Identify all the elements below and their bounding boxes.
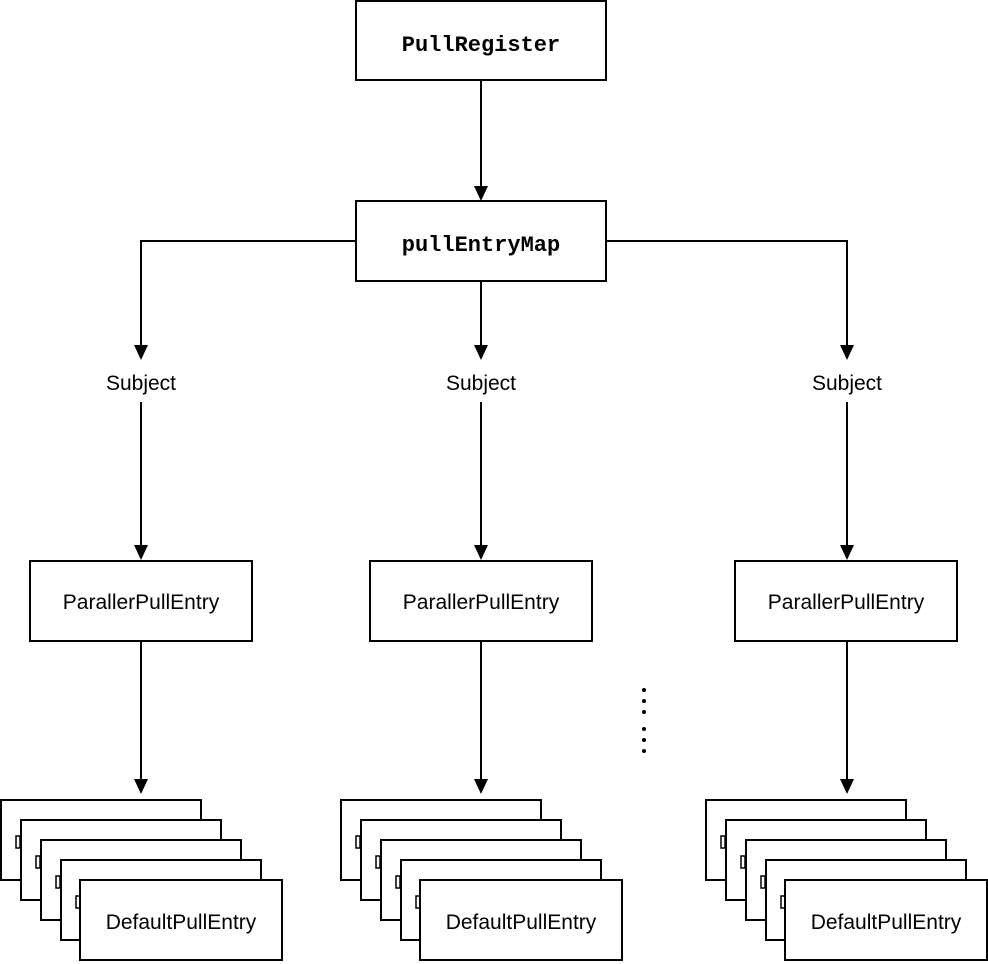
edge-subject-to-parallel-left xyxy=(134,402,148,560)
parallel-pull-entry-left-label: ParallerPullEntry xyxy=(63,591,220,614)
pull-register-node: PullRegister xyxy=(355,0,607,81)
parallel-pull-entry-right-label: ParallerPullEntry xyxy=(768,591,925,614)
default-pull-entry-center-label: DefaultPullEntry xyxy=(446,911,597,934)
edge-subject-to-parallel-right xyxy=(840,402,854,560)
edge-parallel-to-default-center xyxy=(474,641,488,794)
edge-subject-to-parallel-center xyxy=(474,402,488,560)
more-branches-ellipsis xyxy=(642,688,646,753)
edge-root-to-map xyxy=(474,80,488,201)
pull-entry-map-node: pullEntryMap xyxy=(355,200,607,282)
edge-map-to-subject-right xyxy=(606,240,854,360)
default-pull-entry-stack-left: DefaultPullEntry xyxy=(0,799,283,961)
default-pull-entry-right-label: DefaultPullEntry xyxy=(811,911,962,934)
edge-map-to-subject-left xyxy=(134,240,356,360)
parallel-pull-entry-right: ParallerPullEntry xyxy=(734,560,958,642)
default-pull-entry-stack-center: DefaultPullEntry xyxy=(340,799,623,961)
pull-register-label: PullRegister xyxy=(402,33,560,58)
parallel-pull-entry-center: ParallerPullEntry xyxy=(369,560,593,642)
edge-parallel-to-default-left xyxy=(134,641,148,794)
edge-parallel-to-default-right xyxy=(840,641,854,794)
subject-label-center: Subject xyxy=(446,372,516,395)
parallel-pull-entry-left: ParallerPullEntry xyxy=(29,560,253,642)
parallel-pull-entry-center-label: ParallerPullEntry xyxy=(403,591,560,614)
subject-label-right: Subject xyxy=(812,372,882,395)
default-pull-entry-left-label: DefaultPullEntry xyxy=(106,911,257,934)
subject-label-left: Subject xyxy=(106,372,176,395)
pull-entry-map-label: pullEntryMap xyxy=(402,233,560,258)
default-pull-entry-stack-right: DefaultPullEntry xyxy=(705,799,988,961)
edge-map-to-subject-center xyxy=(474,281,488,360)
